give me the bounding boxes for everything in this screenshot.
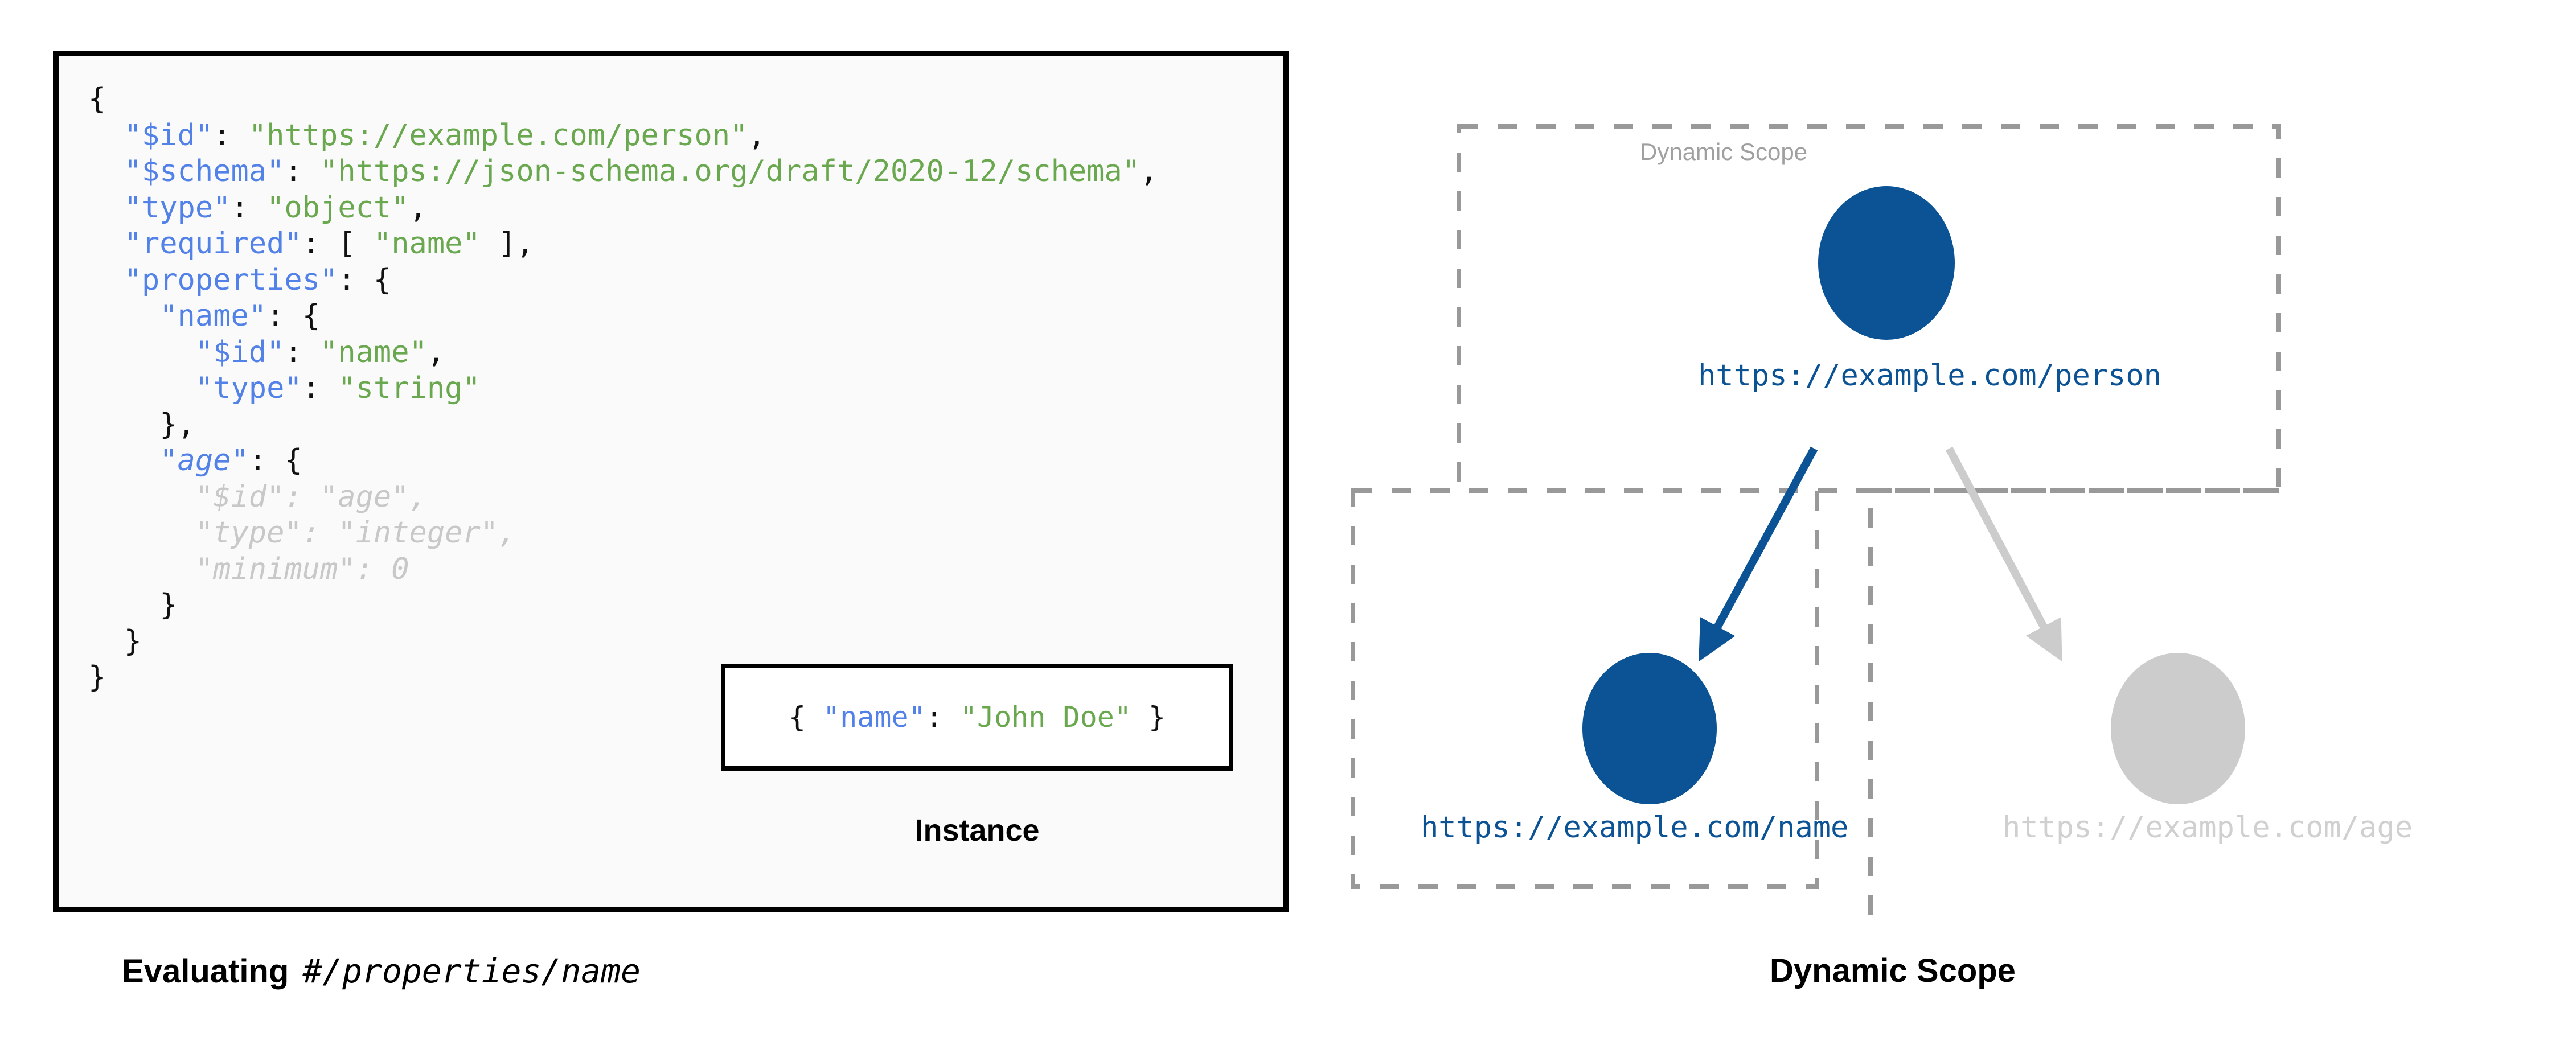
instance-code: { "name": "John Doe" } bbox=[788, 701, 1166, 734]
schema-code-box: { "$id": "https://example.com/person", "… bbox=[53, 51, 1289, 912]
evaluating-caption-prefix: Evaluating bbox=[122, 953, 289, 990]
edge-person-to-age bbox=[1945, 446, 2062, 662]
dashed-box-age bbox=[1868, 488, 2279, 928]
schema-code: { "$id": "https://example.com/person", "… bbox=[88, 82, 1158, 694]
dynamic-scope-caption: Dynamic Scope bbox=[1770, 952, 2016, 989]
node-circle-person bbox=[1818, 186, 1955, 340]
instance-box: { "name": "John Doe" } bbox=[721, 664, 1233, 771]
node-label-age: https://example.com/age bbox=[2003, 811, 2413, 845]
node-circle-age bbox=[2111, 653, 2245, 804]
dashed-box-name bbox=[1351, 488, 1819, 889]
node-label-person: https://example.com/person bbox=[1698, 359, 2161, 393]
node-label-name: https://example.com/name bbox=[1421, 811, 1849, 845]
node-circle-name bbox=[1582, 653, 1717, 804]
dynamic-scope-box-label: Dynamic Scope bbox=[1640, 138, 1808, 165]
dynamic-scope-diagram bbox=[1351, 124, 2281, 928]
evaluating-caption: Evaluating #/properties/name bbox=[122, 952, 641, 990]
evaluating-caption-pointer: #/properties/name bbox=[302, 952, 641, 990]
dashed-box-person bbox=[1457, 124, 2281, 493]
edge-person-to-name bbox=[1699, 446, 1818, 662]
instance-label: Instance bbox=[914, 813, 1040, 848]
